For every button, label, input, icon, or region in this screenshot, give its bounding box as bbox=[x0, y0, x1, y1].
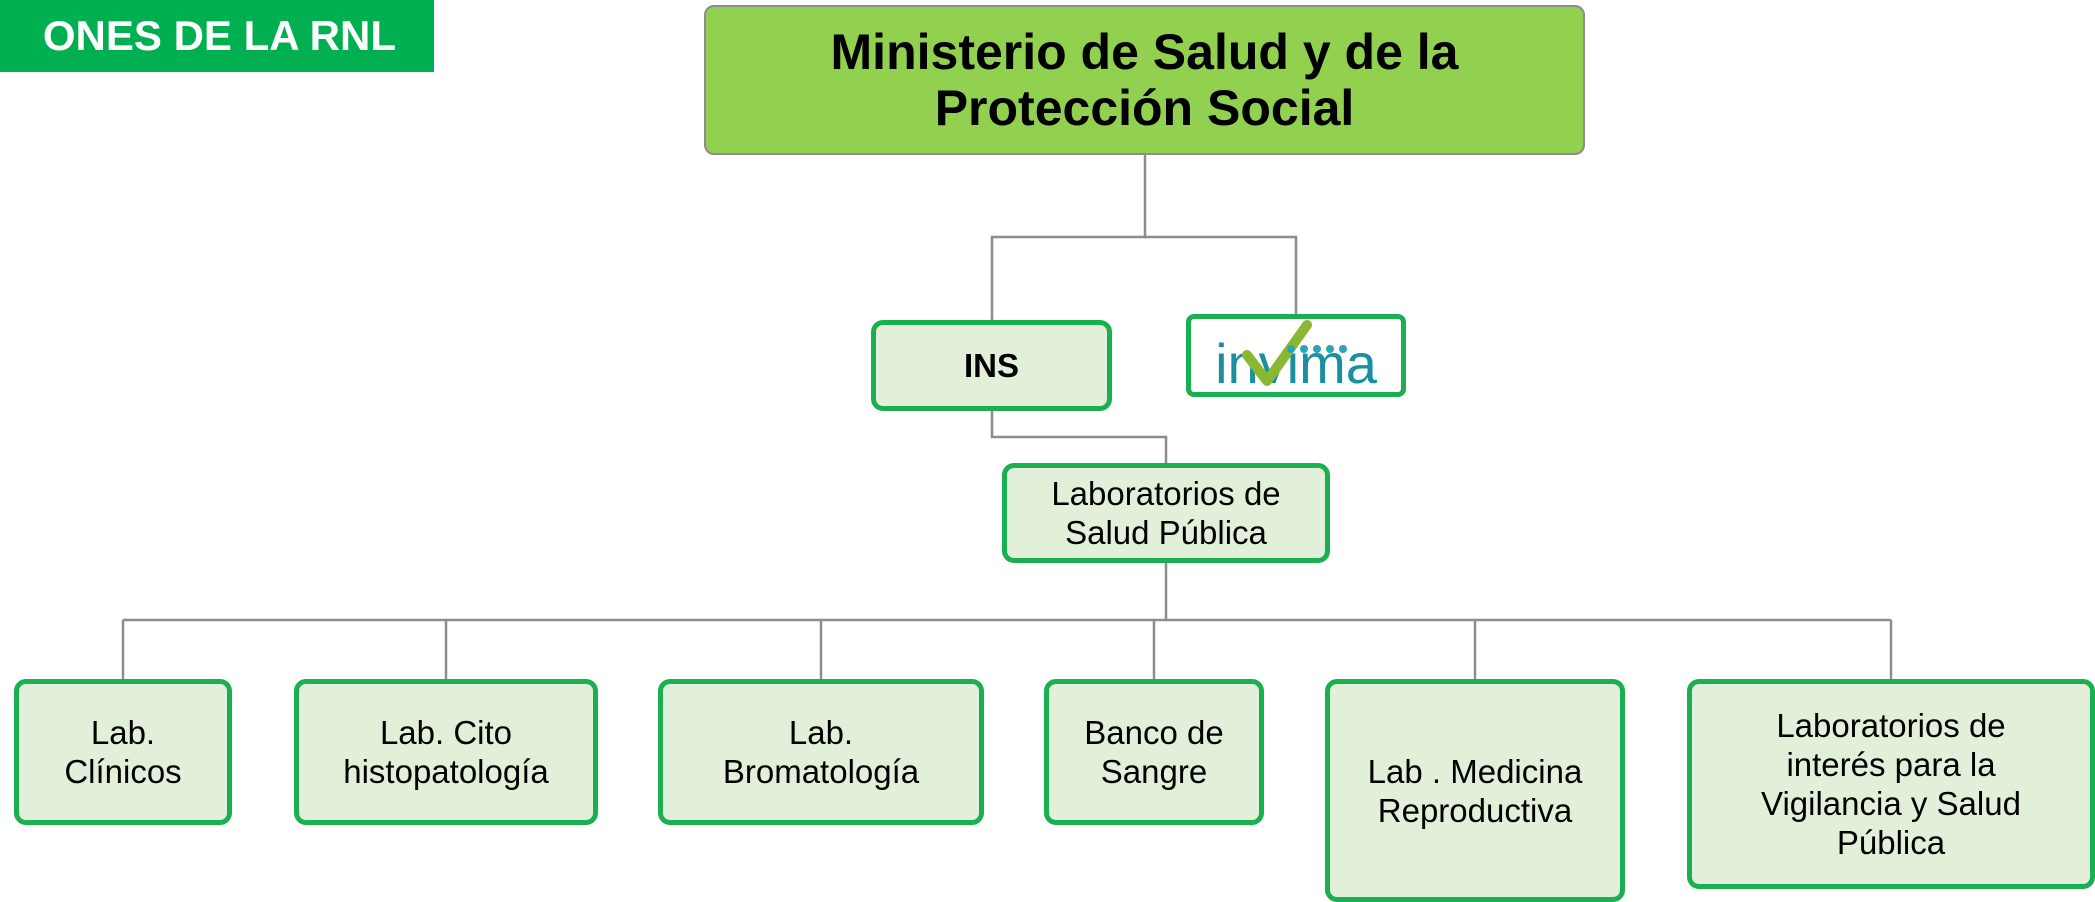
node-banco-de-sangre-label: Banco de Sangre bbox=[1084, 714, 1224, 790]
node-lab-cito-histopatologia-label: Lab. Cito histopatología bbox=[343, 714, 549, 790]
invima-logo: invima bbox=[1215, 320, 1378, 395]
invima-check-mark bbox=[1242, 320, 1312, 386]
node-laboratorios-salud-publica-label: Laboratorios de Salud Pública bbox=[1051, 475, 1281, 551]
connector-ins-to-public-labs bbox=[990, 411, 1168, 463]
node-lab-vigilancia-salud-publica: Laboratorios de interés para la Vigilanc… bbox=[1687, 679, 2095, 889]
node-ministerio: Ministerio de Salud y de la Protección S… bbox=[704, 5, 1585, 155]
node-lab-clinicos-label: Lab. Clínicos bbox=[64, 714, 182, 790]
node-lab-clinicos: Lab. Clínicos bbox=[14, 679, 232, 825]
node-lab-cito-histopatologia: Lab. Cito histopatología bbox=[294, 679, 598, 825]
section-banner-title: ONES DE LA RNL bbox=[42, 12, 396, 59]
node-invima: invima bbox=[1186, 314, 1406, 397]
section-banner: ONES DE LA RNL bbox=[0, 0, 434, 72]
node-ins: INS bbox=[871, 320, 1112, 411]
node-ins-label: INS bbox=[963, 347, 1019, 384]
node-lab-bromatologia: Lab. Bromatología bbox=[658, 679, 984, 825]
connector-root-to-ins bbox=[990, 155, 1147, 320]
connector-root-to-invima bbox=[1145, 235, 1298, 314]
node-lab-bromatologia-label: Lab. Bromatología bbox=[722, 714, 920, 790]
node-lab-medicina-reproductiva: Lab . Medicina Reproductiva bbox=[1325, 679, 1625, 902]
node-laboratorios-salud-publica: Laboratorios de Salud Pública bbox=[1002, 463, 1330, 563]
node-banco-de-sangre: Banco de Sangre bbox=[1044, 679, 1264, 825]
node-lab-medicina-reproductiva-label: Lab . Medicina Reproductiva bbox=[1367, 752, 1583, 829]
node-lab-vigilancia-salud-publica-label: Laboratorios de interés para la Vigilanc… bbox=[1761, 707, 2021, 861]
node-ministerio-label: Ministerio de Salud y de la Protección S… bbox=[830, 24, 1459, 136]
